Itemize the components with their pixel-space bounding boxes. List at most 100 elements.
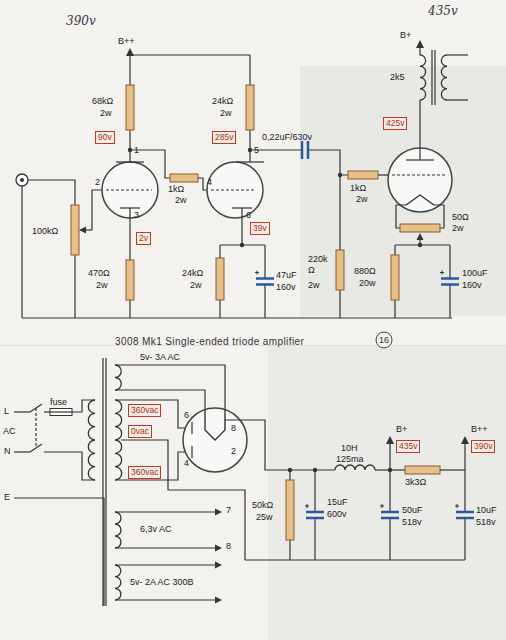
capacitor-symbol: [256, 279, 274, 285]
component-label: 7: [226, 505, 231, 516]
capacitor-symbol: [456, 512, 474, 518]
component-label: 2: [95, 177, 100, 188]
component-label: L: [4, 406, 9, 417]
wire: [106, 189, 152, 190]
wire: [129, 55, 130, 85]
voltage-tag: 360vac: [128, 466, 161, 479]
valve-envelope: [207, 162, 263, 218]
polarity-mark: [455, 504, 459, 508]
polarity-mark: [305, 504, 309, 508]
component-label: 100uF: [462, 268, 488, 279]
polarity-mark: [255, 271, 259, 275]
choke-winding: [335, 465, 375, 470]
wire: [129, 208, 130, 255]
resistor-symbol: [170, 174, 198, 182]
component-label: 6,3v AC: [140, 524, 172, 535]
component-label: 2w: [190, 280, 202, 291]
component-label: 435v: [428, 4, 458, 18]
wire: [339, 290, 340, 318]
wire: [308, 150, 348, 175]
component-label: 15uF: [327, 497, 348, 508]
component-label: 5: [254, 145, 259, 156]
capacitor-symbol: [441, 279, 459, 285]
component-label: B++: [118, 36, 135, 47]
component-label: 2w: [96, 280, 108, 291]
wire: [249, 130, 250, 162]
output-arrow: [215, 509, 222, 516]
wire: [219, 245, 220, 258]
wire: [394, 300, 395, 318]
component-label: 220k Ω: [308, 254, 332, 276]
junction-dot: [418, 243, 422, 247]
component-label: 20w: [359, 278, 376, 289]
voltage-value: 0vac: [131, 426, 149, 436]
voltage-value: 425v: [386, 118, 404, 128]
wire: [129, 255, 130, 260]
resistor-symbol: [216, 258, 224, 300]
wire: [35, 408, 36, 448]
wire: [115, 400, 192, 428]
wire: [14, 411, 30, 412]
coil-winding: [88, 400, 95, 480]
input-jack: [16, 174, 28, 186]
coil-winding: [115, 512, 121, 548]
component-label: 125ma: [336, 454, 364, 465]
supply-arrow: [461, 436, 469, 444]
wire: [389, 444, 390, 470]
wire: [130, 54, 250, 55]
coil-winding: [115, 565, 121, 600]
wire: [249, 55, 250, 85]
capacitor-symbol: [381, 512, 399, 518]
wiper-arrow: [417, 233, 424, 240]
component-label: 4: [184, 458, 189, 469]
component-label: 600v: [327, 509, 347, 520]
voltage-value: 2v: [139, 233, 148, 243]
component-label: 6: [246, 210, 251, 221]
component-label: 47uF: [276, 270, 297, 281]
component-label: 2k5: [390, 72, 405, 83]
callout-number: 16: [379, 335, 389, 345]
wire: [395, 244, 450, 245]
component-label: 518v: [402, 517, 422, 528]
voltage-value: 90v: [98, 132, 112, 142]
supply-arrow: [386, 436, 394, 444]
voltage-tag: 425v: [383, 117, 407, 130]
resistor-symbol: [348, 171, 378, 179]
wire: [50, 411, 72, 412]
wire: [464, 518, 465, 560]
wire: [236, 161, 264, 162]
wire: [21, 186, 22, 318]
wire: [219, 300, 220, 318]
voltage-tag: 90v: [95, 131, 115, 144]
component-label: 24kΩ: [212, 96, 233, 107]
wire: [447, 54, 468, 55]
voltage-value: 285v: [215, 132, 233, 142]
component-label: 160v: [462, 280, 482, 291]
wire: [72, 400, 95, 412]
wire: [419, 47, 420, 55]
valve-envelope: [183, 408, 247, 472]
polarity-mark: [380, 504, 384, 508]
voltage-value: 39v: [253, 223, 267, 233]
component-label: B+: [396, 424, 407, 435]
background-panel: [300, 66, 506, 316]
component-label: B++: [471, 424, 488, 435]
voltage-tag: 2v: [136, 232, 151, 245]
wire: [241, 208, 242, 245]
wire: [191, 446, 192, 458]
output-arrow: [215, 597, 222, 604]
component-label: 3k3Ω: [405, 477, 426, 488]
component-label: 2w: [308, 280, 320, 291]
component-label: 2w: [356, 194, 368, 205]
wire: [22, 317, 452, 318]
voltage-tag: 285v: [212, 131, 236, 144]
wire: [464, 470, 465, 512]
component-label: 470Ω: [88, 268, 110, 279]
resistor-symbol: [246, 85, 254, 130]
wire: [449, 285, 450, 319]
transformer-core: [103, 358, 106, 606]
wire: [264, 285, 265, 319]
wire: [394, 245, 395, 255]
component-label: 518v: [476, 517, 496, 528]
